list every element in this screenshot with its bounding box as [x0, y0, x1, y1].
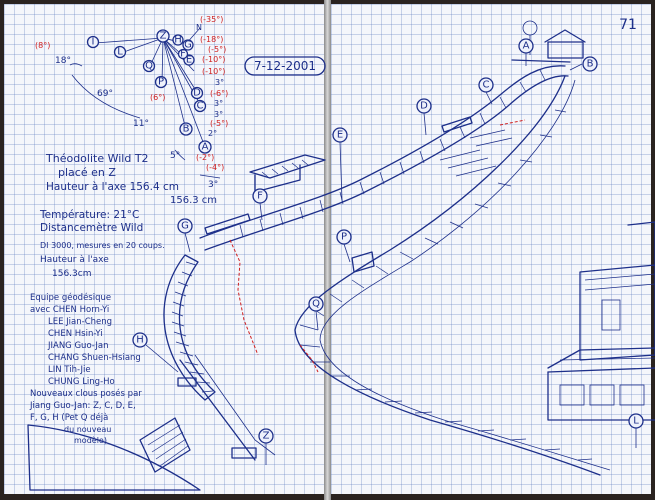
- angle-label: 3°: [214, 99, 223, 108]
- note-line: Distancemètre Wild: [40, 222, 143, 234]
- team-title-2: avec CHEN Horn-Yi: [30, 305, 109, 315]
- bench-sketches: [204, 116, 473, 273]
- compass-point-p: P: [158, 77, 164, 88]
- compass-point-a: A: [202, 142, 209, 153]
- note-line: placé en Z: [58, 166, 116, 179]
- angle-label: 18°: [55, 56, 71, 66]
- marker-c: C: [483, 80, 490, 91]
- red-angle: (-6°): [210, 89, 228, 98]
- notebook-gutter: [324, 0, 331, 500]
- team-member: CHANG Shuen-Hsiang: [48, 353, 141, 363]
- compass-point-z: Z: [160, 31, 167, 42]
- compass-point-i: I: [92, 37, 95, 48]
- marker-b: B: [587, 59, 594, 70]
- red-angle: (-10°): [202, 55, 225, 64]
- north-label: N: [196, 23, 202, 32]
- red-angle: (8°): [35, 41, 50, 50]
- red-angle: (-4°): [206, 163, 224, 172]
- wall-sketch: [27, 65, 611, 491]
- team-list: Equipe géodésique avec CHEN Horn-Yi LEE …: [30, 292, 141, 387]
- marker-a: A: [523, 41, 530, 52]
- marker-f: F: [257, 191, 263, 202]
- page-number: 71: [619, 17, 637, 33]
- angle-label: 5°: [170, 151, 180, 161]
- team-member: JIANG Guo-Jan: [47, 341, 108, 351]
- shed-sketch: [249, 154, 326, 193]
- team-member: CHEN Hsin-Yi: [48, 329, 103, 339]
- compass-point-f: F: [180, 49, 186, 60]
- nails-line: du nouveau: [64, 425, 111, 434]
- nails-line: Jiang Guo-Jan: Z, C, D, E,: [29, 401, 136, 411]
- instrument-notes: Théodolite Wild T2 placé en Z Hauteur à …: [39, 152, 217, 279]
- date-box: [244, 56, 326, 76]
- angle-label: 3°: [215, 78, 224, 87]
- red-angle: (6°): [150, 93, 165, 102]
- angle-label: 11°: [133, 119, 149, 129]
- compass-point-l: L: [117, 47, 123, 58]
- marker-l: L: [633, 416, 639, 427]
- compass-point-q: Q: [145, 61, 153, 72]
- team-member: LEE Jian-Cheng: [48, 317, 112, 327]
- angle-label: 3°: [214, 110, 223, 119]
- marker-g: G: [181, 221, 189, 232]
- compass-point-d: D: [193, 88, 201, 99]
- marker-h: H: [136, 335, 144, 346]
- note-line: 156.3cm: [52, 269, 91, 279]
- note-line: Hauteur à l'axe: [40, 255, 109, 265]
- red-angle: (-10°): [202, 67, 225, 76]
- note-line: Théodolite Wild T2: [45, 152, 149, 165]
- note-line: 156.3 cm: [170, 195, 217, 206]
- note-line: Température: 21°C: [39, 209, 139, 221]
- nails-line: modèle): [74, 435, 107, 445]
- nails-line: Nouveaux clous posés par: [30, 388, 142, 399]
- marker-e: E: [337, 130, 343, 141]
- compass-point-b: B: [183, 124, 190, 135]
- nails-line: F, G, H (Pet Q déjà: [30, 412, 108, 423]
- compass-diagram: Z I L Q P H G E F D C B A N: [35, 15, 228, 190]
- angle-label: 69°: [97, 89, 113, 99]
- marker-d: D: [420, 101, 428, 112]
- red-annotations: [229, 119, 526, 373]
- site-markers: A B C D E F G: [132, 38, 644, 465]
- right-page: [331, 4, 651, 494]
- compass-point-h: H: [174, 35, 182, 46]
- marker-q: Q: [312, 299, 320, 310]
- compass-point-e: E: [186, 55, 192, 66]
- team-member: CHUNG Ling-Ho: [48, 377, 115, 387]
- new-nails-note: Nouveaux clous posés par Jiang Guo-Jan: …: [29, 388, 142, 445]
- red-angle: (-35°): [200, 15, 223, 24]
- date-label: 7-12-2001: [254, 59, 316, 73]
- team-member: LIN Tih-Jie: [48, 365, 91, 375]
- red-angle: (-5°): [210, 119, 228, 128]
- red-angle: (-5°): [208, 45, 226, 54]
- note-line: DI 3000, mesures en 20 coups.: [40, 241, 165, 250]
- compass-point-g: G: [184, 40, 192, 51]
- team-title: Equipe géodésique: [30, 292, 111, 303]
- marker-p: P: [341, 232, 347, 243]
- red-angle: (-2°): [196, 153, 214, 162]
- red-angle: (-18°): [200, 35, 223, 44]
- marker-z: Z: [263, 431, 270, 442]
- angle-label: 3°: [208, 180, 218, 190]
- building-sketch: [547, 221, 655, 421]
- compass-point-c: C: [197, 101, 204, 112]
- angle-label: 2°: [208, 129, 217, 138]
- note-line: Hauteur à l'axe 156.4 cm: [46, 181, 179, 193]
